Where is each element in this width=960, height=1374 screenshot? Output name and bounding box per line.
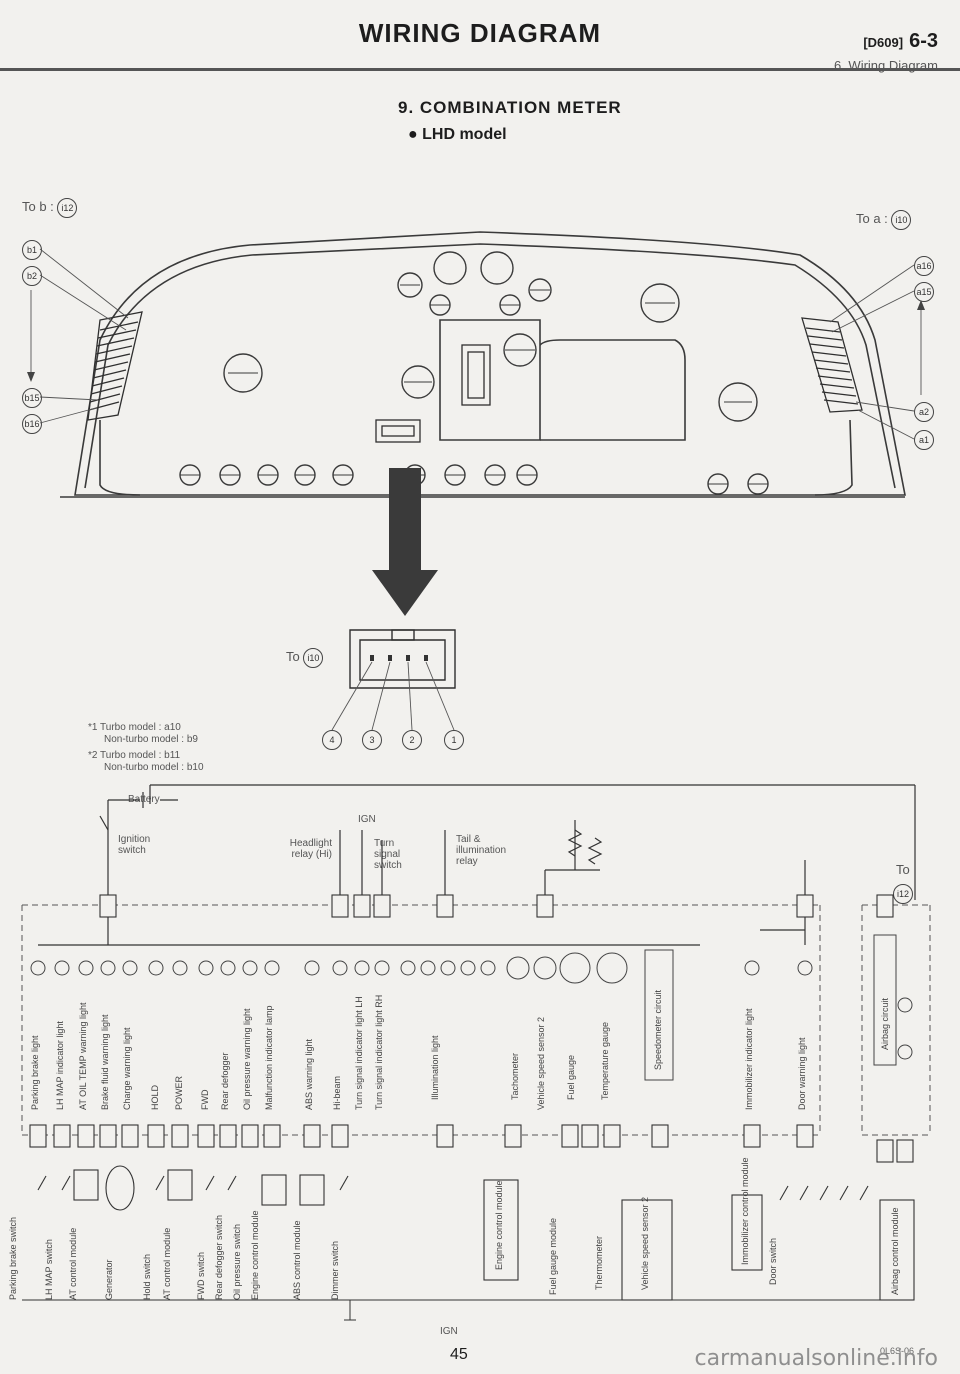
- module-label: Vehicle speed sensor 2: [640, 1196, 650, 1290]
- indicator-label: Speedometer circuit: [653, 989, 663, 1070]
- section-title: 9. COMBINATION METER: [398, 98, 622, 117]
- switch-label: Generator: [104, 1259, 114, 1300]
- connector-i10: i10: [891, 210, 912, 230]
- module-label: Airbag control module: [890, 1207, 900, 1295]
- connector-i12-ref: i12: [893, 884, 913, 904]
- ignition-label: Ignition switch: [118, 834, 151, 856]
- note-3: *2 Turbo model : b11: [88, 750, 181, 761]
- to-i12-label: To: [896, 862, 910, 877]
- indicator-label: Parking brake light: [30, 1035, 40, 1110]
- note-2: Non-turbo model : b9: [104, 734, 198, 745]
- switch-label: ABS control module: [292, 1220, 302, 1300]
- turn-switch-label: Turn signal switch: [374, 838, 402, 871]
- indicator-label: Hi-beam: [332, 1075, 342, 1110]
- indicator-label: Rear defogger: [220, 1052, 230, 1110]
- page-number: 45: [450, 1346, 468, 1363]
- connector-pin-2: 2: [402, 730, 422, 750]
- module-label: Thermometer: [594, 1235, 604, 1290]
- indicator-label: AT OIL TEMP warning light: [78, 1002, 88, 1110]
- switch-label: AT control module: [68, 1227, 78, 1300]
- pin-a16: a16: [914, 256, 934, 276]
- page-title: WIRING DIAGRAM: [358, 18, 602, 48]
- switch-label: LH MAP switch: [44, 1239, 54, 1300]
- module-label: Fuel gauge module: [548, 1217, 558, 1295]
- page-reference: [D609] 6-3: [863, 30, 938, 53]
- indicator-label: Temperature gauge: [600, 1021, 610, 1100]
- indicator-label: Airbag circuit: [880, 997, 890, 1050]
- connector-i12: i12: [57, 198, 78, 218]
- indicator-label: Brake fluid warning light: [100, 1014, 110, 1110]
- ign-label: IGN: [358, 814, 376, 825]
- figure-code: 0L6S-06: [880, 1346, 915, 1356]
- connector-pin-4: 4: [322, 730, 342, 750]
- connector-pin-1: 1: [444, 730, 464, 750]
- switch-label: Engine control module: [250, 1210, 260, 1300]
- module-label: Door switch: [768, 1237, 778, 1285]
- switch-label: Rear defogger switch: [214, 1214, 224, 1300]
- tail-relay-label: Tail & illumination relay: [456, 834, 507, 867]
- pin-b16: b16: [22, 414, 42, 434]
- indicator-label: Oil pressure warning light: [242, 1008, 252, 1110]
- indicator-label: Door warning light: [797, 1037, 807, 1110]
- note-1: *1 Turbo model : a10: [88, 722, 181, 733]
- switch-label: Oil pressure switch: [232, 1223, 242, 1300]
- header-rule: [0, 68, 960, 71]
- module-label: Immobilizer control module: [740, 1157, 750, 1265]
- indicator-label: Vehicle speed sensor 2: [536, 1016, 546, 1110]
- indicator-label: LH MAP indicator light: [55, 1021, 65, 1110]
- section-model: ● LHD model: [408, 126, 507, 143]
- switch-label: FWD switch: [196, 1252, 206, 1300]
- switch-label: AT control module: [162, 1227, 172, 1300]
- switch-label: Parking brake switch: [8, 1216, 18, 1300]
- to-b-label: To b : i12: [22, 198, 78, 218]
- switch-label: Dimmer switch: [330, 1240, 340, 1300]
- headlight-relay-label: Headlight relay (Hi): [289, 838, 332, 860]
- indicator-label: Fuel gauge: [566, 1054, 576, 1100]
- note-4: Non-turbo model : b10: [104, 762, 204, 773]
- ign-label-bottom: IGN: [440, 1326, 458, 1337]
- pin-a1: a1: [914, 430, 934, 450]
- connector-i10-ref: i10: [303, 648, 324, 668]
- connector-pin-3: 3: [362, 730, 382, 750]
- indicator-label: HOLD: [150, 1084, 160, 1110]
- indicator-label: Turn signal indicator light LH: [354, 996, 364, 1110]
- indicator-label: Tachometer: [510, 1052, 520, 1100]
- to-a-label: To a : i10: [856, 210, 912, 230]
- to-i10-label: To i10: [286, 648, 324, 668]
- indicator-label: Immobilizer indicator light: [744, 1008, 754, 1110]
- switch-label: Hold switch: [142, 1253, 152, 1300]
- indicator-label: FWD: [200, 1089, 210, 1111]
- pin-a15: a15: [914, 282, 934, 302]
- battery-label: Battery: [128, 794, 160, 805]
- pin-b15: b15: [22, 388, 42, 408]
- section-code: [D609]: [863, 35, 904, 50]
- indicator-label: ABS warning light: [304, 1038, 314, 1110]
- model-label: LHD model: [422, 126, 507, 143]
- indicator-label: Turn signal indicator light RH: [374, 994, 384, 1110]
- watermark: carmanualsonline.info: [694, 1346, 938, 1371]
- indicator-label: Illumination light: [430, 1035, 440, 1100]
- indicator-label: POWER: [174, 1075, 184, 1110]
- module-label: Engine control module: [494, 1180, 504, 1270]
- indicator-label: Malfunction indicator lamp: [264, 1005, 274, 1110]
- page-ref: 6-3: [909, 30, 938, 52]
- pin-a2: a2: [914, 402, 934, 422]
- indicator-label: Charge warning light: [122, 1027, 132, 1110]
